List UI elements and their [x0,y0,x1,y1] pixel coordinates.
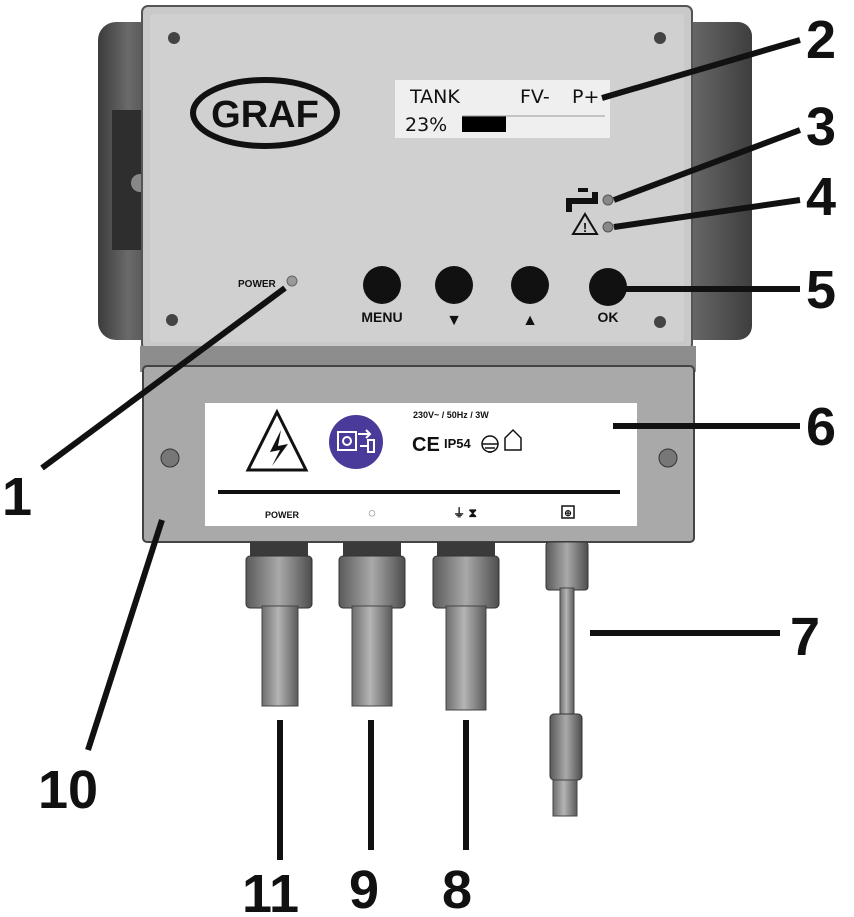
leader-3 [612,127,802,203]
right-side-panel [680,22,752,340]
warning-icon [571,212,599,235]
alarm-indicator: ! [571,212,614,235]
screw-icon [654,32,666,44]
power-led [286,275,298,287]
menu-button[interactable] [363,266,401,304]
cable-gland-power [245,542,313,707]
ok-button-label: OK [598,309,619,325]
svg-text:!: ! [583,220,587,235]
rating-text: 230V~ / 50Hz / 3W [413,410,489,420]
screw-icon [654,316,666,328]
screw-icon [160,448,180,468]
leader-1 [40,285,287,471]
label-plate-bg [205,403,637,526]
svg-text:⊕: ⊕ [564,508,572,518]
screw-icon [658,448,678,468]
cable-gland-sensor [338,542,406,707]
up-arrow-icon: ▲ [522,312,538,329]
high-voltage-icon [245,408,309,472]
indoor-icon [504,428,522,451]
lcd-display: TANK FV- P+ 23% [395,80,610,138]
power-led-label: POWER [238,279,277,290]
port-probe-icon [561,505,575,519]
tap-icon [566,188,598,212]
graf-logo: GRAF [190,77,340,149]
tap-indicator [566,188,614,212]
callout-11: 11 [242,864,299,917]
callout-9: 9 [349,860,379,917]
brand-logo-text: GRAF [211,94,319,136]
lcd-level-text: 23% [405,114,447,136]
callout-7: 7 [790,607,820,667]
down-button[interactable] [435,266,473,304]
callout-8: 8 [442,860,472,917]
screw-icon [166,314,178,326]
cable-gland-valve [432,542,500,711]
port-power-label: POWER [265,510,300,520]
callout-2: 2 [806,10,836,70]
label-plate: 230V~ / 50Hz / 3W CE IP54 POWER ◌ ⏚ ⧗ ⊕ [205,403,637,526]
port-sensor-icon: ◌ [368,505,376,520]
callout-6: 6 [806,397,836,457]
callout-3: 3 [806,97,836,157]
leader-10 [85,519,165,751]
lcd-p-label: P+ [572,86,599,108]
pressure-probe-connector [545,541,589,817]
callout-4: 4 [806,167,836,227]
ip-rating: IP54 [444,436,472,451]
tap-led [602,194,614,206]
lcd-tank-label: TANK [409,86,460,108]
leader-2 [601,37,801,101]
menu-button-label: MENU [361,309,402,325]
leader-lines [40,37,802,860]
alarm-led [602,221,614,233]
port-valve-icon: ⏚ ⧗ [453,506,477,520]
ok-button[interactable] [589,268,627,306]
lcd-level-bar [462,116,506,132]
callout-5: 5 [806,260,836,320]
callout-1: 1 [2,467,32,527]
down-arrow-icon: ▼ [446,312,462,329]
ce-mark: CE [412,434,440,456]
upper-housing [98,5,752,351]
leader-4 [613,197,801,230]
lcd-fv-label: FV- [520,86,550,108]
callout-10: 10 [38,760,98,820]
up-button[interactable] [511,266,549,304]
screw-icon [168,32,180,44]
